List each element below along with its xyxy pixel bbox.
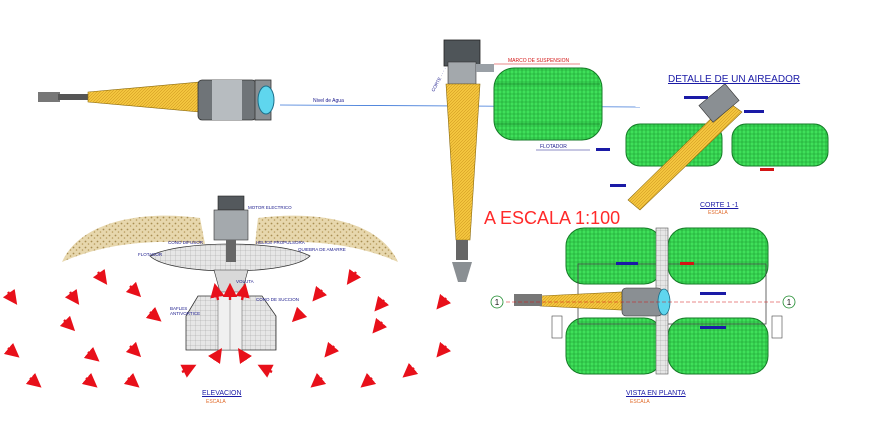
float-front-label: FLOTADOR (138, 252, 163, 257)
flow-arrow (125, 341, 142, 358)
vertical-propeller (452, 262, 472, 282)
flow-arrow (208, 348, 222, 364)
flow-arrow (310, 372, 327, 388)
flow-arrow (92, 268, 108, 285)
elevation-motor-cap (217, 195, 245, 211)
flow-arrow (3, 342, 20, 358)
plan-propeller (514, 294, 542, 306)
propeller-tip (38, 92, 60, 102)
volute-label: VOLUTA (236, 279, 254, 284)
flow-arrow (436, 341, 452, 358)
detail-motor (698, 83, 740, 123)
plan-shaft (539, 291, 623, 311)
frame-bracket (476, 64, 494, 72)
motor-body-side (447, 61, 477, 85)
flow-arrow (360, 372, 377, 388)
section-scale-note: ESCALA (708, 210, 728, 216)
flow-arrows (2, 268, 452, 388)
plan-scale-note: ESCALA (630, 399, 650, 405)
diffuser-label: CONO DIFUSOR (168, 240, 204, 245)
motor-body (212, 80, 242, 120)
baffles-label: BAFLES ANTIVORTICE (170, 306, 201, 316)
elevation-title: ELEVACION (202, 390, 242, 397)
float-body-side (493, 67, 603, 141)
svg-text:CORTE · · · ·: CORTE · · · · (430, 67, 447, 93)
water-level-label: Nivel de Agua (313, 98, 344, 104)
flow-arrow (372, 317, 388, 334)
flow-arrow (180, 364, 197, 378)
water-spray-right (255, 215, 398, 262)
detail-inclined-shaft (627, 101, 743, 211)
section-marker-right: 1 (782, 295, 796, 309)
front-shaft (58, 94, 88, 100)
flow-arrow (402, 362, 419, 378)
flow-arrow (324, 341, 340, 358)
plan-float-top-right (667, 227, 769, 285)
scale-label: A ESCALA 1:100 (484, 208, 621, 228)
plan-view (506, 227, 783, 375)
flow-arrow (238, 348, 252, 364)
propeller-label: HELICE PROPULSORA (256, 240, 305, 245)
plan-float-bottom-left (565, 317, 663, 375)
flow-arrow (2, 288, 18, 305)
flow-arrow (64, 288, 80, 305)
flow-arrow (83, 346, 100, 362)
suction-cone-label: CONO DE SUCCION (256, 297, 300, 302)
section-marker-right-label: 1 (787, 298, 792, 307)
aerator-detail (596, 83, 829, 211)
horizontal-aerator (38, 79, 275, 121)
detail-title: DETALLE DE UN AIREADOR (668, 74, 801, 85)
flow-arrow (312, 285, 328, 302)
side-view-aerator: CORTE · · · · (430, 39, 494, 282)
section-title: CORTE 1 -1 (700, 202, 739, 209)
water-spray-left (62, 215, 205, 262)
section-marker-left-label: 1 (495, 298, 500, 307)
flow-arrow (210, 282, 225, 301)
plan-title: VISTA EN PLANTA (626, 390, 686, 397)
elevation-scale-note: ESCALA (206, 399, 226, 405)
detail-float-right (731, 123, 829, 167)
plan-float-top-left (565, 227, 663, 285)
float-side-label: FLOTADOR (540, 144, 567, 150)
vertical-shaft-tube (445, 83, 481, 241)
flow-arrow (59, 315, 76, 332)
section-marker-left: 1 (490, 295, 504, 309)
elevation-view (62, 195, 398, 351)
vertical-propeller-hub (456, 240, 468, 260)
flow-arrow (125, 281, 142, 298)
shaft-tube (87, 81, 201, 113)
flow-arrow (374, 295, 390, 312)
flow-arrow (145, 306, 162, 322)
flow-arrow (291, 306, 308, 323)
motor-fan-window (257, 85, 275, 115)
elevation-motor (213, 209, 249, 241)
flow-arrow (25, 372, 42, 388)
flow-arrow (257, 364, 274, 378)
side-float (493, 67, 603, 141)
motor-label: MOTOR ELECTRICO (248, 205, 292, 210)
flow-arrow (81, 372, 98, 388)
wave-breaker-label: QUIEBRA DE AMARRE (298, 247, 346, 252)
flow-arrow (235, 282, 250, 301)
suspension-frame-label: MARCO DE SUSPENSION (508, 58, 570, 64)
flow-arrow (436, 293, 452, 310)
flow-arrow (346, 268, 362, 285)
flow-arrow (123, 372, 140, 388)
